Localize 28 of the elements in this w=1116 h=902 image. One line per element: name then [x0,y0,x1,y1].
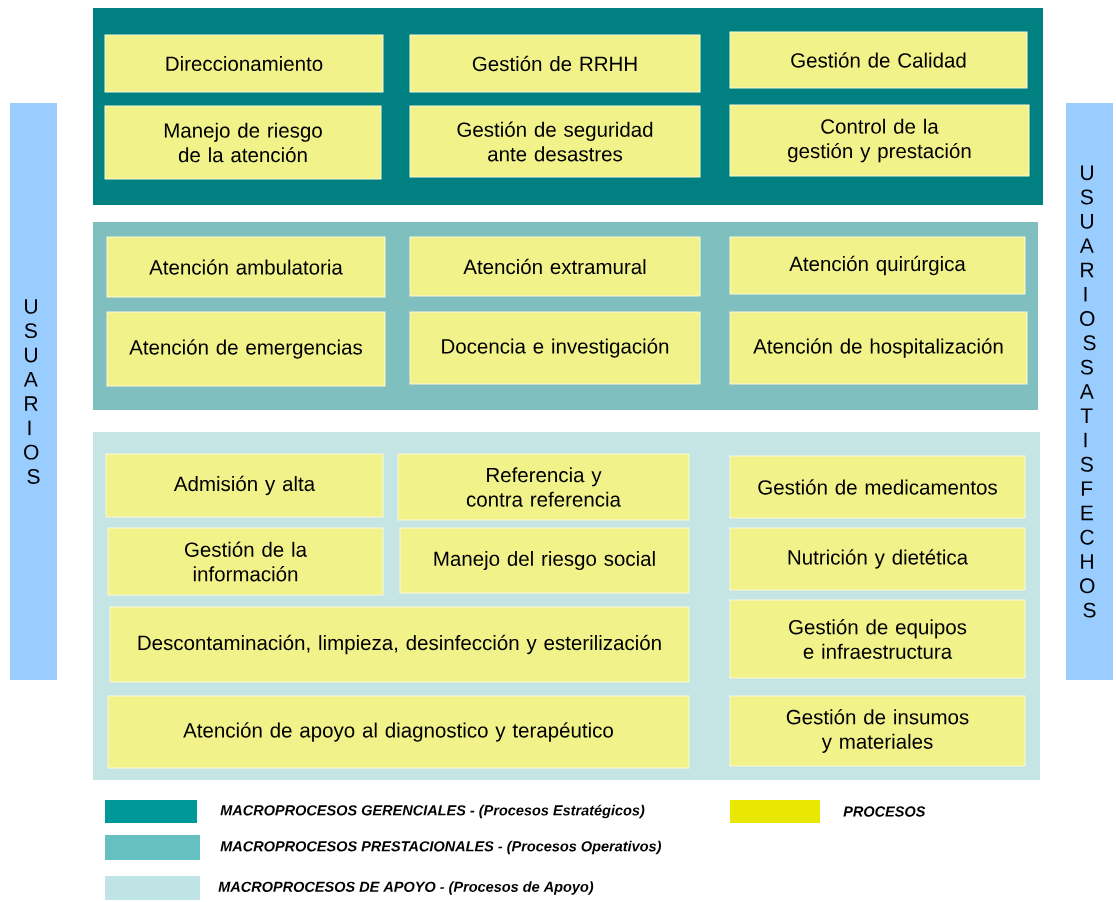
process-box: Atención de emergencias [106,311,386,387]
legend-text: MACROPROCESOS PRESTACIONALES - (Procesos Operativos) [220,840,661,855]
process-box: Admisión y alta [105,453,384,518]
side-bar: USUARIOS SATISFECHOS [1066,103,1113,680]
legend-text: MACROPROCESOS DE APOYO - (Procesos de Apoyo) [218,881,594,895]
process-box: Gestión de insumos y materiales [729,695,1026,767]
process-box: Atención extramural [409,236,701,297]
process-box: Atención quirúrgica [729,236,1026,295]
process-box: Descontaminación, limpieza, desinfección y esterilización [109,606,690,683]
process-box: Docencia e investigación [409,311,701,385]
process-box: Nutrición y dietética [729,527,1026,591]
process-box: Gestión de equipos e infraestructura [729,599,1026,679]
process-box: Gestión de Calidad [729,31,1028,89]
process-box: Control de la gestión y prestación [729,104,1030,177]
process-box: Manejo de riesgo de la atención [104,105,382,180]
process-box: Gestión de medicamentos [729,455,1026,519]
process-box: Gestión de seguridad ante desastres [409,105,701,178]
legend-text: PROCESOS [843,806,926,817]
process-box: Manejo del riesgo social [399,527,690,594]
process-box: Direccionamiento [104,34,384,93]
process-box: Referencia y contra referencia [397,453,690,521]
legend-text: MACROPROCESOS GERENCIALES - (Procesos Estratégicos) [220,804,645,819]
process-box: Atención de apoyo al diagnostico y terapéutico [107,695,690,769]
process-box: Gestión de RRHH [409,34,701,93]
process-box: Atención de hospitalización [729,311,1028,385]
process-box: Gestión de la información [107,527,384,596]
side-bar: USUARIOS [10,103,57,680]
process-box: Atención ambulatoria [106,236,386,298]
